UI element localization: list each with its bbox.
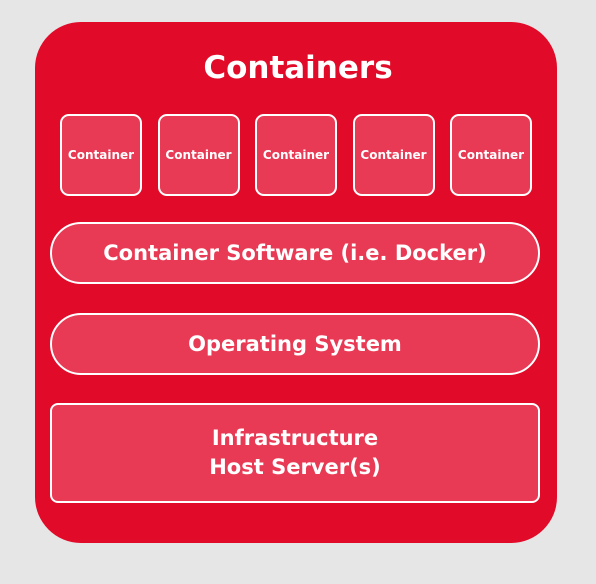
container-box-1: Container bbox=[60, 114, 142, 196]
operating-system-layer: Operating System bbox=[50, 313, 540, 375]
infrastructure-label: Infrastructure bbox=[211, 426, 379, 450]
container-software-layer: Container Software (i.e. Docker) bbox=[50, 222, 540, 284]
infrastructure-layer: Infrastructure Host Server(s) bbox=[50, 403, 540, 503]
diagram-title: Containers bbox=[203, 50, 393, 86]
containers-row: Container Container Container Container … bbox=[60, 114, 532, 196]
host-servers-label: Host Server(s) bbox=[209, 455, 381, 479]
container-box-4: Container bbox=[352, 114, 435, 196]
container-box-2: Container bbox=[157, 114, 240, 196]
container-box-3: Container bbox=[255, 114, 337, 196]
container-box-5: Container bbox=[450, 114, 532, 196]
